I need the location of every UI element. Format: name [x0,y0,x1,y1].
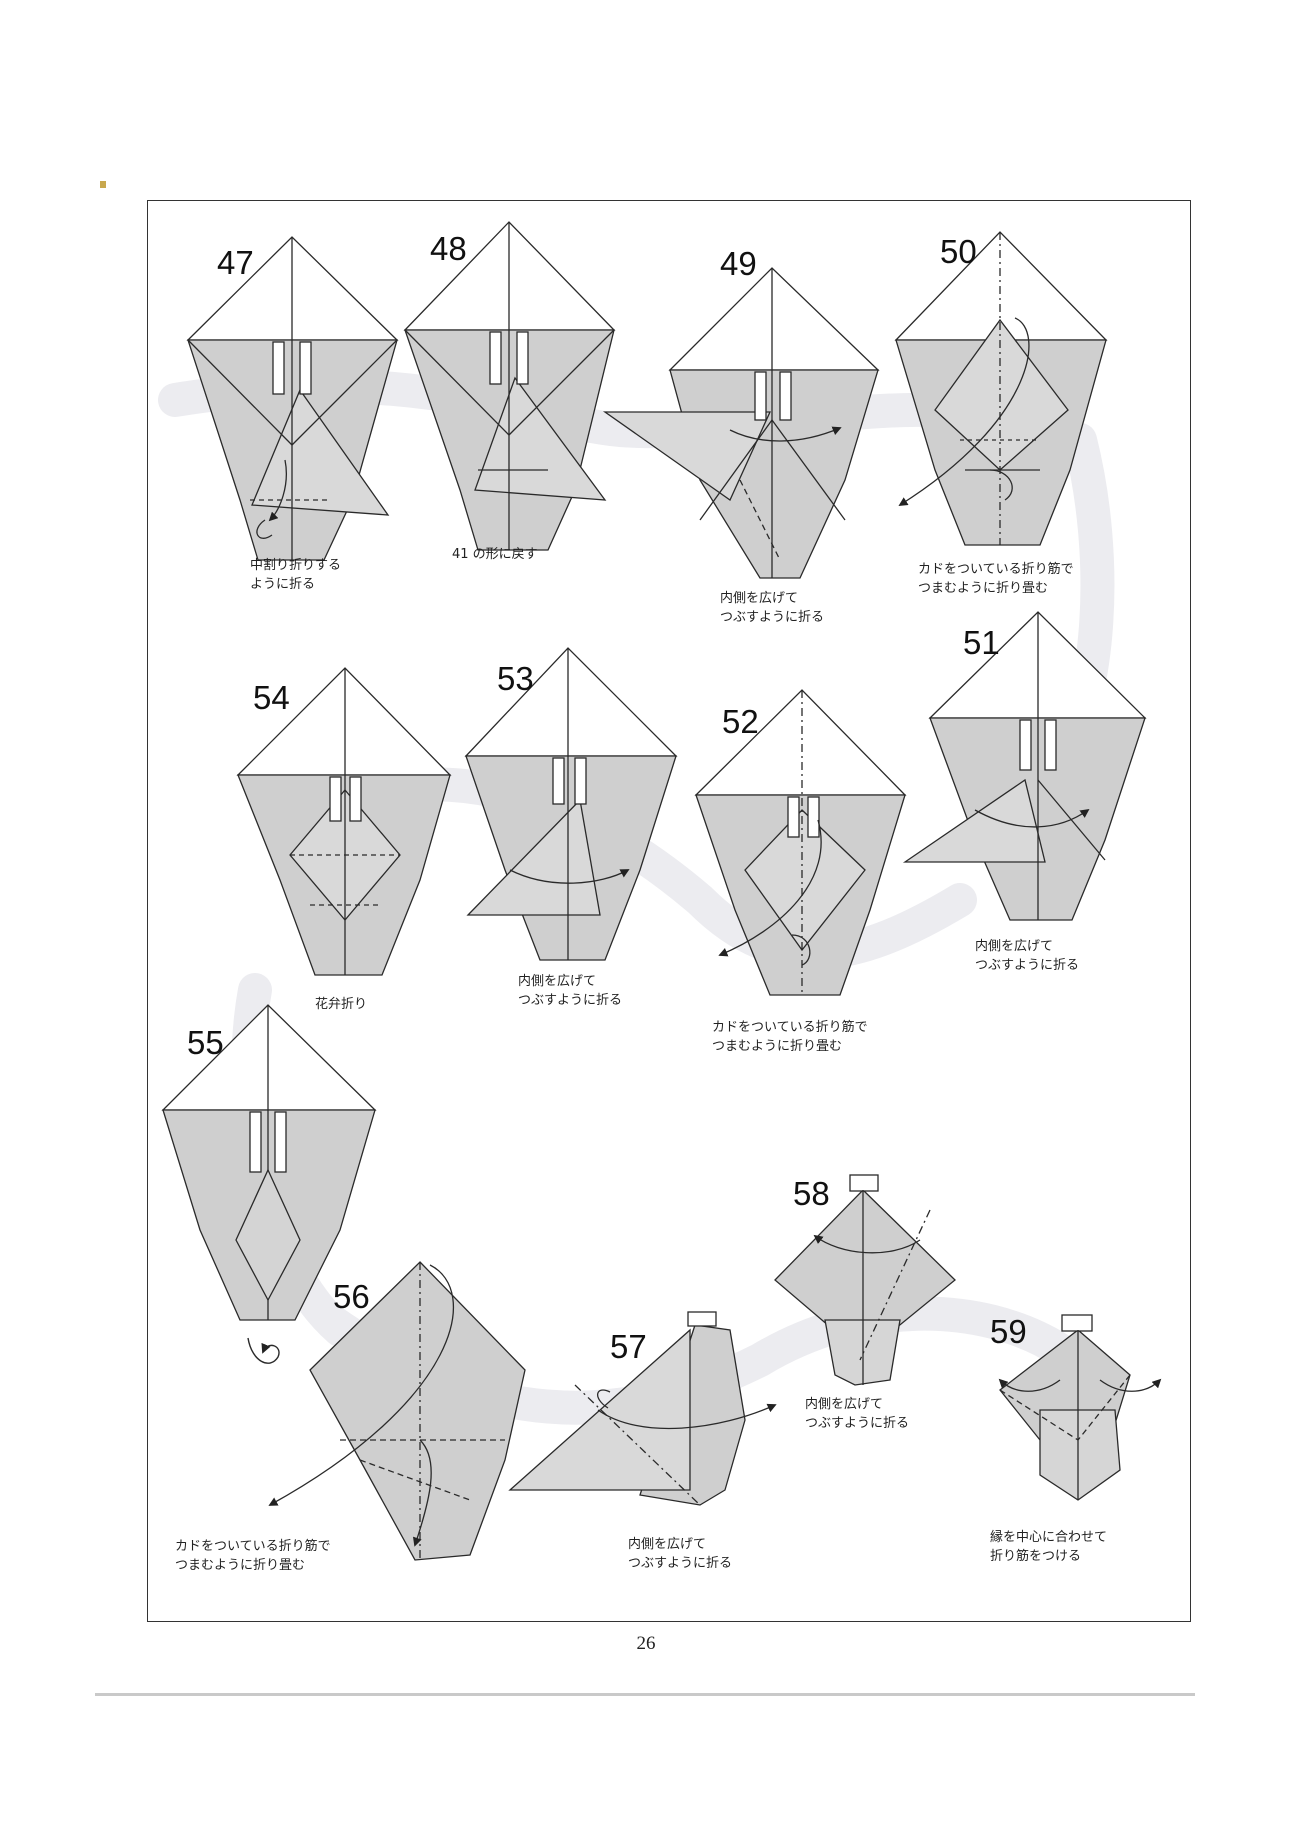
diagram-step-49 [605,268,878,578]
step-caption-53: 内側を広げてつぶすように折る [518,972,622,1010]
bottom-rule [95,1693,1195,1696]
diagram-step-47 [188,237,397,560]
step-number-55: 55 [187,1026,224,1059]
step-caption-58: 内側を広げてつぶすように折る [805,1395,909,1433]
step-caption-52: カドをついている折り筋でつまむように折り畳む [712,1018,868,1056]
page-number: 26 [622,1633,670,1655]
turn-over-icon [248,1338,279,1363]
step-number-51: 51 [963,626,1000,659]
diagram-step-48 [405,222,614,550]
step-number-59: 59 [990,1315,1027,1348]
step-number-50: 50 [940,235,977,268]
step-caption-51: 内側を広げてつぶすように折る [975,937,1079,975]
step-number-57: 57 [610,1330,647,1363]
step-number-56: 56 [333,1280,370,1313]
step-caption-49: 内側を広げてつぶすように折る [720,589,824,627]
step-number-58: 58 [793,1177,830,1210]
step-number-49: 49 [720,247,757,280]
step-number-48: 48 [430,232,467,265]
step-caption-48: 41 の形に戻す [452,545,538,564]
step-number-54: 54 [253,681,290,714]
step-caption-47: 中割り折りするように折る [250,556,341,594]
step-number-53: 53 [497,662,534,695]
step-caption-50: カドをついている折り筋でつまむように折り畳む [918,560,1074,598]
step-caption-54: 花弁折り [315,995,367,1014]
step-caption-59: 縁を中心に合わせて折り筋をつける [990,1528,1107,1566]
step-caption-57: 内側を広げてつぶすように折る [628,1535,732,1573]
step-caption-56: カドをついている折り筋でつまむように折り畳む [175,1537,331,1575]
step-number-52: 52 [722,705,759,738]
step-number-47: 47 [217,246,254,279]
